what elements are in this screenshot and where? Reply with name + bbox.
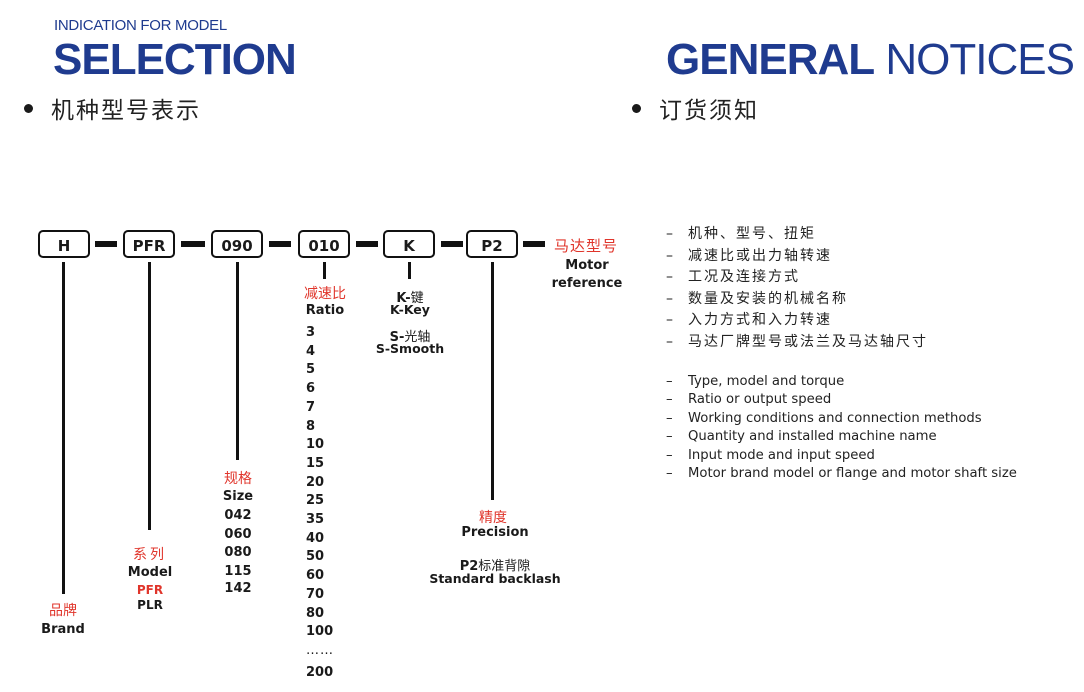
notice-en-item: Ratio or output speed bbox=[666, 391, 1017, 409]
motor-ref-en1: Motor bbox=[565, 258, 609, 273]
code-box-brand: H bbox=[38, 230, 90, 258]
notice-cn-item: 数量及安装的机械名称 bbox=[666, 289, 928, 311]
precision-p2-code: P2 bbox=[459, 559, 479, 574]
shaft-smooth-label: S-光轴 bbox=[378, 326, 442, 345]
notices-title-light: NOTICES bbox=[885, 35, 1075, 84]
bullet-icon bbox=[632, 104, 641, 113]
ratio-value: 60 bbox=[306, 568, 325, 584]
precision-cn: 精度 bbox=[479, 510, 507, 526]
brand-cn: 品牌 bbox=[49, 603, 77, 619]
ratio-value: 8 bbox=[306, 418, 316, 434]
selection-title: SELECTION bbox=[53, 35, 297, 84]
model-option-plr: PLR bbox=[137, 598, 163, 612]
notice-en-item: Type, model and torque bbox=[666, 373, 1017, 391]
size-value: 080 bbox=[224, 545, 252, 561]
section-title: SELECTION bbox=[53, 35, 297, 84]
notices-cn-list: 机种、型号、扭矩 减速比或出力轴转速 工况及连接方式 数量及安装的机械名称 入力… bbox=[666, 224, 928, 353]
motor-ref-en2: reference bbox=[551, 276, 623, 291]
size-value: 115 bbox=[224, 564, 252, 580]
size-cn: 规格 bbox=[224, 471, 252, 487]
separator-dash bbox=[523, 241, 545, 247]
separator-dash bbox=[181, 241, 205, 247]
code-box-model: PFR bbox=[123, 230, 175, 258]
notice-en-item: Input mode and input speed bbox=[666, 447, 1017, 465]
size-value: 042 bbox=[224, 508, 252, 523]
precision-en: Precision bbox=[461, 525, 529, 540]
separator-dash bbox=[269, 241, 291, 247]
size-connector-line bbox=[236, 262, 239, 460]
shaft-key-en: K-Key bbox=[390, 302, 430, 317]
model-cn: 系列 bbox=[133, 547, 167, 563]
notice-en-item: Working conditions and connection method… bbox=[666, 410, 1017, 428]
ratio-value: 100 bbox=[306, 624, 334, 640]
ratio-values-list: 3 4 5 6 7 8 10 15 20 25 35 40 50 60 70 8… bbox=[306, 324, 342, 682]
shaft-key-cn: 键 bbox=[410, 291, 424, 306]
ratio-value: 6 bbox=[306, 381, 316, 397]
ratio-value: 3 bbox=[306, 325, 316, 340]
model-option-pfr: PFR bbox=[136, 583, 164, 597]
ratio-value: 15 bbox=[306, 455, 325, 471]
motor-ref-cn: 马达型号 bbox=[553, 237, 618, 255]
shaft-key-code: K- bbox=[396, 291, 411, 306]
ratio-value: 50 bbox=[306, 549, 325, 565]
ratio-value: 35 bbox=[306, 512, 325, 528]
ratio-value: 20 bbox=[306, 474, 325, 490]
shaft-smooth-code: S- bbox=[389, 330, 405, 345]
model-connector-line bbox=[148, 262, 151, 530]
ratio-connector-line bbox=[323, 262, 326, 279]
ratio-value: …… bbox=[306, 642, 334, 658]
notices-title-bold: GENERAL bbox=[666, 35, 875, 84]
ratio-cn: 减速比 bbox=[304, 286, 346, 302]
separator-dash bbox=[95, 241, 117, 247]
ratio-en: Ratio bbox=[305, 303, 345, 318]
left-cn-heading: 机种型号表示 bbox=[24, 91, 201, 125]
brand-connector-line bbox=[62, 262, 65, 594]
notice-cn-item: 工况及连接方式 bbox=[666, 267, 928, 289]
ratio-value: 40 bbox=[306, 530, 325, 546]
shaft-connector-line bbox=[408, 262, 411, 279]
size-value: 142 bbox=[224, 580, 252, 596]
ratio-value: 7 bbox=[306, 399, 316, 415]
right-cn-heading: 订货须知 bbox=[632, 91, 759, 125]
code-box-shaft: K bbox=[383, 230, 435, 258]
code-box-ratio: 010 bbox=[298, 230, 350, 258]
ratio-value: 70 bbox=[306, 586, 325, 602]
size-values-list: 042 060 080 115 142 bbox=[205, 507, 271, 596]
notice-cn-item: 减速比或出力轴转速 bbox=[666, 246, 928, 268]
code-box-size: 090 bbox=[211, 230, 263, 258]
precision-p2-cn: 标准背隙 bbox=[478, 559, 531, 574]
bullet-icon bbox=[24, 104, 33, 113]
ratio-value: 80 bbox=[306, 605, 325, 621]
size-value: 060 bbox=[224, 526, 252, 542]
size-en: Size bbox=[222, 489, 254, 504]
shaft-smooth-en: S-Smooth bbox=[375, 341, 445, 356]
code-box-precision: P2 bbox=[466, 230, 518, 258]
precision-p2-label: P2标准背隙 bbox=[430, 555, 560, 574]
separator-dash bbox=[356, 241, 378, 247]
shaft-smooth-cn: 光轴 bbox=[404, 330, 431, 345]
model-en: Model bbox=[127, 565, 173, 580]
ratio-value: 10 bbox=[306, 437, 325, 453]
ratio-value: 200 bbox=[306, 664, 334, 680]
precision-connector-line bbox=[491, 262, 494, 500]
precision-p2-en: Standard backlash bbox=[429, 571, 561, 586]
ratio-value: 5 bbox=[306, 362, 316, 378]
notice-en-item: Quantity and installed machine name bbox=[666, 428, 1017, 446]
shaft-key-label: K-键 bbox=[378, 287, 442, 306]
notice-cn-item: 机种、型号、扭矩 bbox=[666, 224, 928, 246]
left-cn-heading-text: 机种型号表示 bbox=[51, 98, 201, 124]
brand-en: Brand bbox=[41, 622, 85, 637]
notice-cn-item: 马达厂牌型号或法兰及马达轴尺寸 bbox=[666, 332, 928, 354]
right-cn-heading-text: 订货须知 bbox=[659, 98, 759, 124]
separator-dash bbox=[441, 241, 463, 247]
ratio-value: 25 bbox=[306, 493, 325, 509]
ratio-value: 4 bbox=[306, 343, 316, 359]
notice-cn-item: 入力方式和入力转速 bbox=[666, 310, 928, 332]
section-subtitle: INDICATION FOR MODEL bbox=[54, 17, 227, 34]
notices-title: GENERAL NOTICES bbox=[666, 35, 1075, 84]
notices-en-list: Type, model and torque Ratio or output s… bbox=[666, 373, 1017, 483]
notice-en-item: Motor brand model or flange and motor sh… bbox=[666, 465, 1017, 483]
